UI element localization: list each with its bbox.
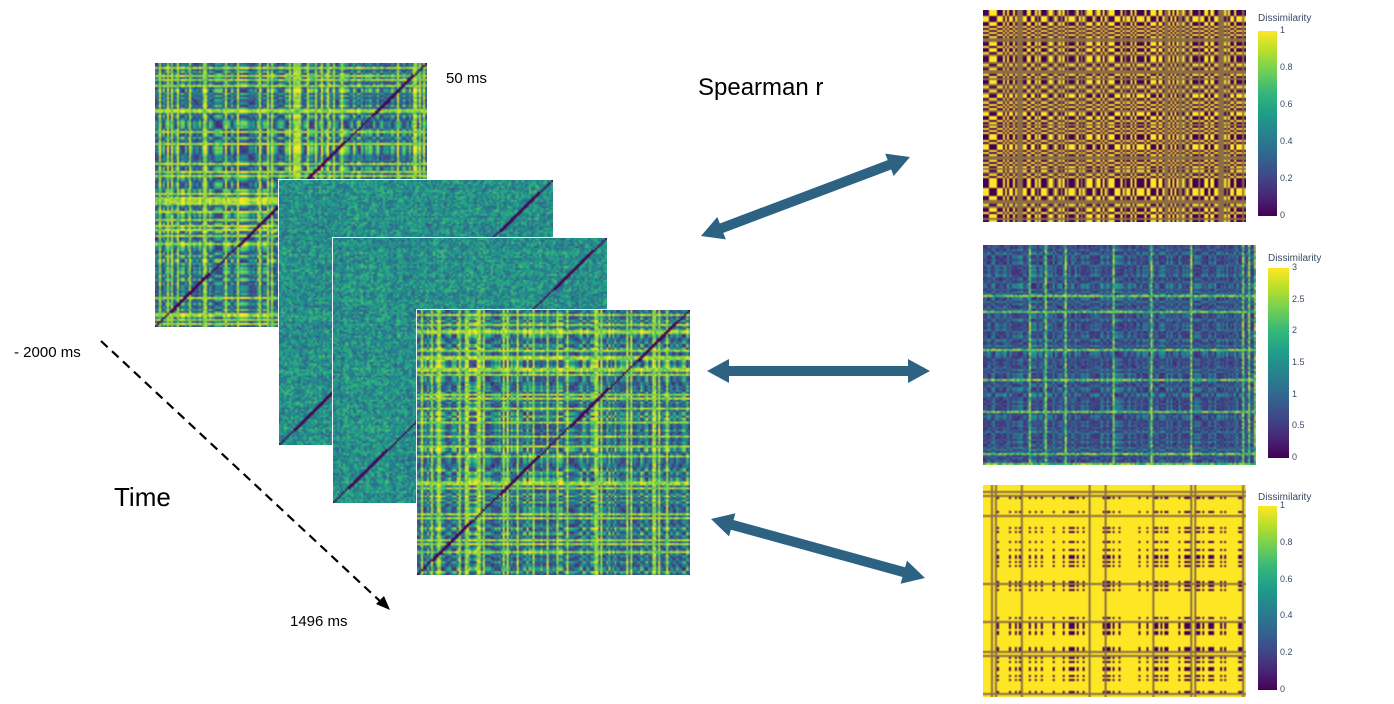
colorbar-tick: 0.4 [1280,136,1293,146]
colorbar-tick: 0 [1280,684,1286,694]
colorbar-1-gradient [1258,31,1277,216]
colorbar-tick: 0.6 [1280,99,1293,109]
double-arrow-icon-1 [701,153,910,240]
colorbar-tick: 1 [1292,388,1298,399]
colorbar-tick: 0.4 [1280,610,1293,621]
colorbar-3-gradient [1258,506,1277,690]
colorbar-2-title: Dissimilarity [1268,253,1322,264]
time-arrow [100,340,390,610]
time-arrowhead-icon [376,596,390,610]
colorbar-tick: 0.6 [1280,573,1293,584]
colorbar-tick: 1.5 [1292,357,1305,367]
colorbar-tick: 2 [1292,325,1298,336]
colorbar-tick: 0.2 [1280,647,1293,658]
colorbar-tick: 0.5 [1292,420,1305,431]
colorbar-1-title: Dissimilarity [1258,13,1312,24]
colorbar-tick: 3 [1292,262,1298,272]
colorbar-tick: 0.8 [1280,536,1293,547]
colorbar-tick: 1 [1280,500,1286,510]
time-label-50ms: 50 ms [446,70,487,87]
colorbar-tick: 0.2 [1280,173,1293,183]
colorbar-2-gradient [1268,268,1289,458]
time-start-label: - 2000 ms [14,344,81,361]
time-axis-title: Time [114,482,171,512]
colorbar-tick: 2.5 [1292,293,1305,304]
time-end-label: 1496 ms [290,613,348,630]
spearman-label: Spearman r [698,74,824,101]
colorbar-tick: 1 [1280,25,1286,35]
double-arrow-icon-3 [711,513,925,584]
colorbar-tick: 0 [1280,210,1286,220]
colorbar-3-title: Dissimilarity [1258,492,1312,503]
colorbar-tick: 0.8 [1280,62,1293,72]
neural-rdm-4 [417,310,690,575]
model-rdm-2 [983,245,1256,465]
double-arrow-icon-2 [707,359,930,383]
model-rdm-1 [983,10,1246,222]
model-rdm-3 [983,485,1246,697]
colorbar-tick: 0 [1292,452,1298,462]
